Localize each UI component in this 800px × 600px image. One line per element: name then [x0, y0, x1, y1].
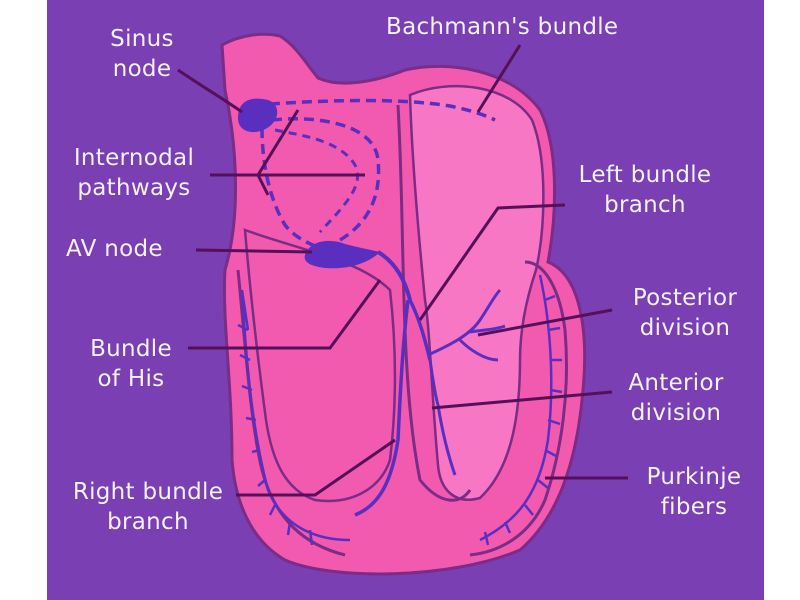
label-line: branch [604, 192, 686, 218]
purkinje-fibers-left [237, 289, 351, 546]
label-internodal-pathways: Internodal pathways [60, 143, 208, 203]
label-line: division [639, 315, 731, 341]
label-line: AV node [66, 236, 163, 262]
label-left-bundle-branch: Left bundle branch [565, 160, 725, 220]
leader-anterior-division [431, 390, 613, 410]
internodal-pathway-2 [260, 127, 321, 250]
right-chamber [243, 228, 397, 503]
label-line: node [112, 56, 172, 82]
label-line: Purkinje [646, 464, 742, 490]
label-line: Sinus [110, 26, 174, 52]
bachmanns-bundle-path [269, 98, 496, 122]
posterior-division-path [427, 288, 506, 362]
leader-right-bundle-branch [236, 438, 396, 497]
leader-left-bundle-branch [418, 203, 566, 321]
anterior-division-path [428, 359, 457, 476]
leader-av-node [195, 248, 313, 254]
av-node [304, 240, 380, 269]
label-right-bundle-branch: Right bundle branch [56, 477, 240, 537]
label-line: division [630, 400, 722, 426]
label-av-node: AV node [66, 234, 163, 264]
label-bundle-of-his: Bundle of His [72, 334, 190, 394]
label-line: branch [107, 509, 189, 535]
label-anterior-division: Anterior division [612, 368, 740, 428]
label-line: fibers [660, 494, 728, 520]
label-line: pathways [77, 175, 191, 201]
leader-lines [177, 44, 628, 497]
left-chamber [408, 84, 545, 501]
purkinje-fibers-right [479, 274, 563, 546]
sinus-node [238, 98, 278, 133]
label-line: Bachmann's bundle [386, 14, 619, 40]
leader-bundle-of-his [188, 279, 382, 350]
label-line: of His [97, 366, 165, 392]
left-ventricle-outer-wall [469, 260, 568, 557]
leader-bachmanns-bundle [476, 44, 522, 113]
label-bachmanns-bundle: Bachmann's bundle [386, 12, 618, 42]
leader-internodal-3 [256, 174, 270, 196]
label-purkinje-fibers: Purkinje fibers [632, 462, 756, 522]
bundle-of-his-path [376, 250, 412, 301]
leader-posterior-division [477, 308, 613, 337]
label-posterior-division: Posterior division [615, 283, 755, 343]
label-line: Posterior [632, 285, 738, 311]
leader-sinus-node [177, 68, 243, 114]
label-line: Left bundle [578, 162, 712, 188]
internodal-pathway-3 [274, 128, 360, 234]
label-line: Right bundle [72, 479, 224, 505]
label-sinus-node: Sinus node [92, 24, 192, 84]
right-bundle-branch-path [354, 299, 410, 517]
internodal-pathway-1 [271, 117, 381, 242]
label-line: Anterior [628, 370, 724, 396]
septum [396, 104, 472, 502]
label-line: Bundle [90, 336, 172, 362]
label-line: Internodal [73, 145, 195, 171]
